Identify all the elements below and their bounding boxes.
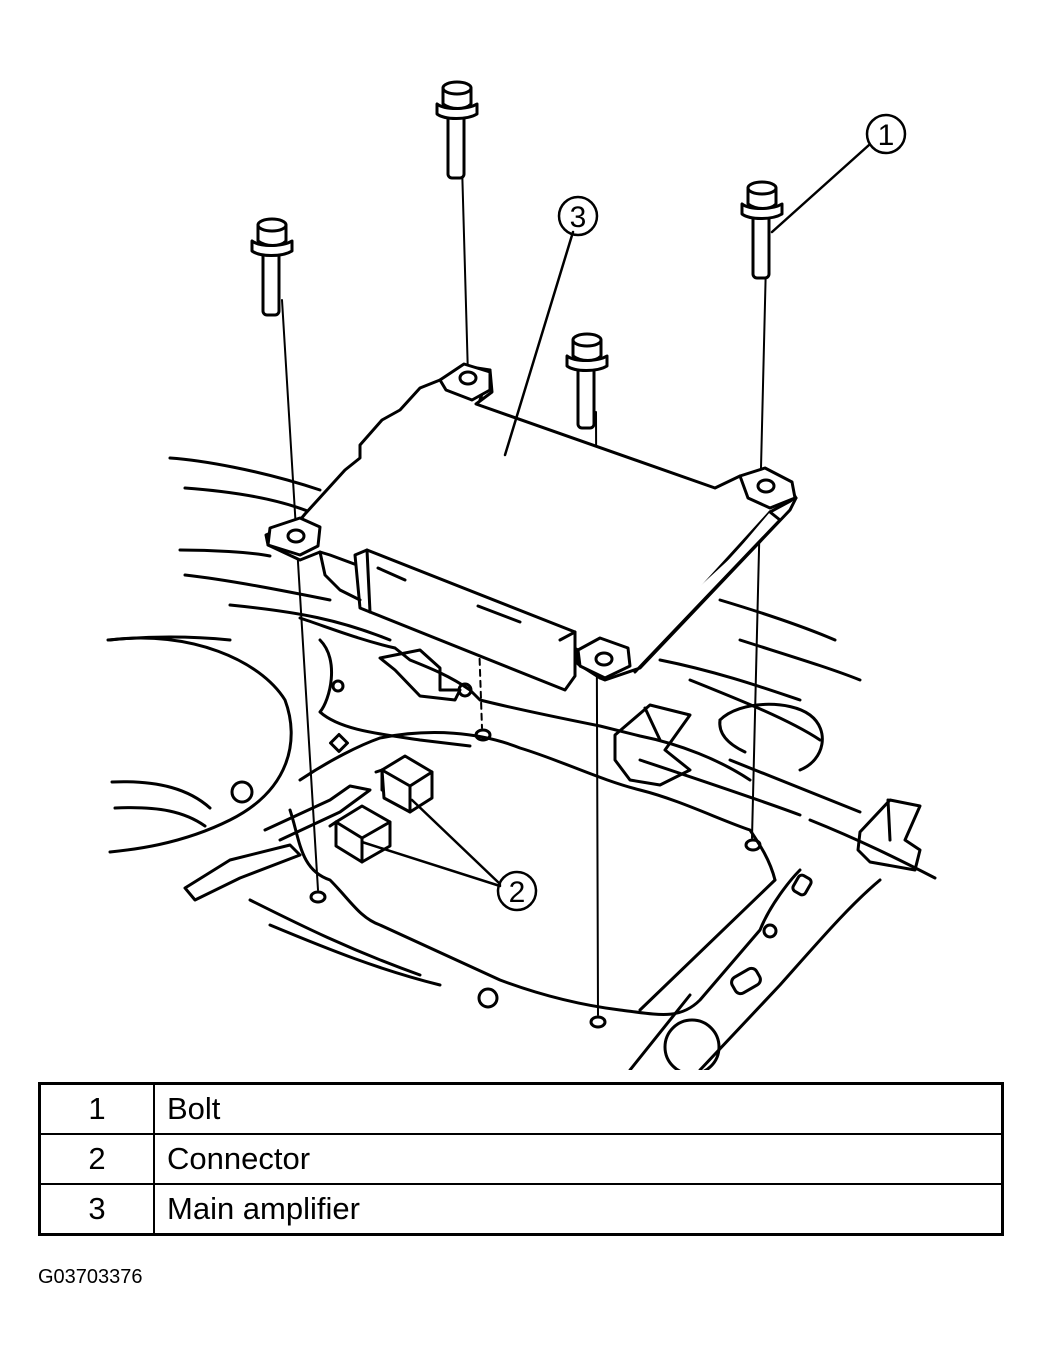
mounting-hole (474, 728, 492, 742)
connectors (328, 754, 434, 864)
bolt (740, 180, 784, 280)
mounting-hole (589, 1015, 607, 1029)
amplifier-mount-hole (458, 370, 478, 386)
legend-row: 3 Main amplifier (38, 1183, 1004, 1236)
floor-oval-recess (718, 702, 824, 772)
floor-contour-line (738, 638, 862, 682)
bolt (565, 332, 609, 430)
legend-number: 3 (38, 1183, 155, 1236)
floor-panel (106, 456, 937, 1070)
floor-hole (457, 682, 473, 698)
floor-contour-line (106, 635, 232, 642)
legend-row: 1 Bolt (38, 1082, 1004, 1135)
floor-raised-section (628, 993, 692, 1070)
floor-raised-section (248, 898, 422, 977)
floor-contour-line (658, 658, 802, 702)
floor-contour-line (183, 486, 312, 514)
main-amplifier (264, 362, 798, 692)
amplifier-connector-housing (365, 548, 372, 614)
legend-number: 2 (38, 1133, 155, 1185)
floor-slot (329, 733, 349, 753)
callout-2-number: 2 (509, 876, 526, 909)
floor-contour-line (718, 598, 837, 642)
floor-contour-line (168, 456, 322, 492)
amplifier-mount-hole (756, 478, 776, 494)
floor-contour-line (808, 818, 937, 880)
figure-code: G03703376 (38, 1266, 143, 1288)
callout-leaders (360, 143, 871, 888)
floor-raised-section (268, 923, 442, 987)
floor-tab (613, 703, 692, 787)
callout-1-number: 1 (878, 119, 895, 152)
leader-line-2 (410, 798, 502, 886)
bolts (250, 80, 784, 430)
amplifier-mount-hole (594, 651, 614, 667)
floor-hole (762, 923, 778, 939)
amplifier-flange (318, 550, 362, 602)
legend-label: Bolt (153, 1082, 1004, 1135)
floor-contour-line (638, 758, 802, 817)
floor-contour-line (228, 603, 392, 642)
floor-slot (730, 966, 762, 996)
amplifier-connector-housing (353, 548, 577, 692)
floor-raised-section (698, 878, 882, 1070)
floor-tab (643, 706, 662, 742)
callout-1: 1 (865, 113, 907, 155)
connector (374, 754, 434, 814)
mounting-hole (309, 890, 327, 904)
floor-contour-line (178, 548, 272, 558)
floor-hole (230, 780, 254, 804)
floor-contour-line (110, 780, 212, 810)
floor-contour-line (728, 758, 862, 814)
floor-raised-section (288, 808, 802, 1016)
legend-label: Main amplifier (153, 1183, 1004, 1236)
legend-label: Connector (153, 1133, 1004, 1185)
callout-3-number: 3 (570, 201, 587, 234)
legend-number: 1 (38, 1082, 155, 1135)
connector (328, 804, 392, 864)
amplifier-connector-housing (558, 630, 577, 642)
floor-tab (378, 648, 462, 702)
alignment-line (751, 261, 767, 839)
bolt (250, 217, 294, 317)
floor-tab (856, 798, 922, 872)
leader-line-3 (503, 230, 575, 457)
mounting-holes (309, 728, 762, 1029)
floor-tab (886, 798, 892, 842)
floor-hole (331, 679, 345, 693)
legend-table: 1 Bolt 2 Connector 3 Main amplifier (38, 1082, 1004, 1236)
bolt (435, 80, 479, 180)
floor-raised-section (638, 878, 777, 1012)
floor-contour-line (688, 678, 822, 742)
alignment-line (281, 299, 319, 891)
callout-3: 3 (557, 195, 599, 237)
floor-contour-line (113, 806, 207, 828)
leader-line-1 (770, 143, 871, 234)
harness-bracket (263, 784, 372, 842)
legend-row: 2 Connector (38, 1133, 1004, 1185)
floor-hole (477, 987, 499, 1009)
exploded-view-diagram: 1 2 3 (106, 80, 937, 1070)
floor-raised-section (298, 731, 777, 882)
floor-slot (791, 873, 813, 897)
wheel-well-arc (108, 636, 293, 854)
floor-raised-section (298, 616, 752, 782)
mounting-hole (744, 838, 762, 852)
floor-contour-line (183, 573, 332, 602)
callout-2: 2 (496, 870, 538, 912)
leader-line-2 (360, 840, 502, 888)
floor-hole (663, 1018, 721, 1070)
alignment-line (461, 164, 469, 377)
floor-oval-recess (718, 718, 747, 754)
harness-bracket (183, 843, 302, 902)
amplifier-side-face (598, 496, 798, 682)
callouts: 1 2 3 (496, 113, 907, 912)
amplifier-mount-hole (286, 528, 306, 544)
